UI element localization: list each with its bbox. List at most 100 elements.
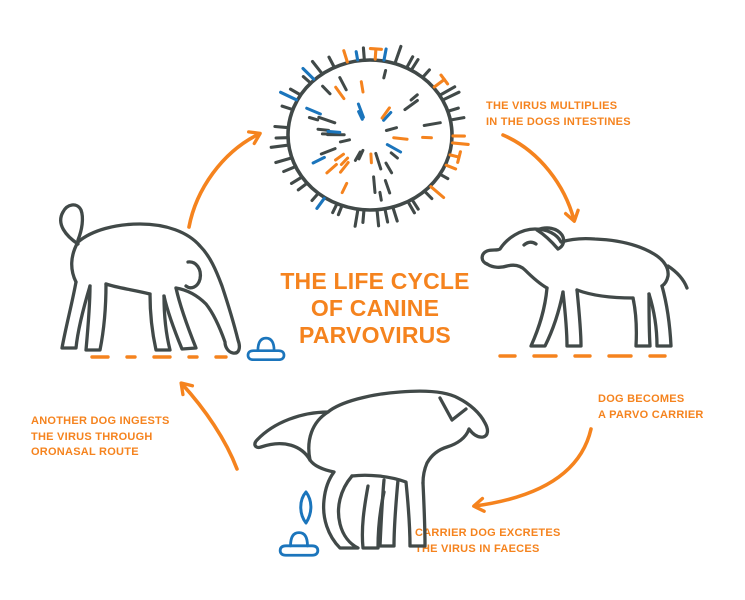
virion-spike	[444, 163, 458, 171]
dog-ear	[535, 226, 566, 251]
virion-spike	[359, 80, 365, 94]
dog-belly	[104, 282, 152, 296]
virion-spike	[441, 90, 461, 102]
cycle-arrow-virus-to-carrier	[501, 133, 580, 223]
sniffing-dog-icon	[59, 203, 241, 355]
virion-spike	[279, 90, 298, 102]
virion-spike	[438, 85, 457, 97]
virion-spike	[296, 182, 308, 192]
virion-spike	[392, 136, 409, 141]
virion-spike	[321, 84, 332, 96]
dog-hind-leg	[84, 282, 108, 352]
virion-spike	[393, 44, 403, 65]
virion-spike	[391, 206, 399, 223]
virion-spike	[378, 190, 383, 202]
virion-spike	[280, 104, 294, 111]
virion-spike	[282, 165, 297, 174]
dog-hind-leg	[647, 284, 673, 348]
dog-tail	[59, 203, 85, 246]
virion-spike	[384, 161, 394, 175]
dog-hind-leg	[360, 484, 386, 550]
virion-spike	[361, 46, 366, 61]
dog-front-leg	[148, 292, 172, 352]
label-ingests-oronasal: ANOTHER DOG INGESTS THE VIRUS THROUGH OR…	[31, 415, 170, 458]
virion-spike	[382, 47, 388, 62]
virion-spike	[439, 173, 450, 181]
virion-spike	[339, 156, 350, 166]
faeces-icon	[278, 531, 320, 557]
virion-spike	[374, 151, 383, 171]
virion-spike	[316, 127, 330, 132]
virion-spike	[409, 93, 419, 102]
dog-outline	[480, 227, 670, 288]
virion-spike	[439, 73, 450, 86]
label-parvo-carrier: DOG BECOMES A PARVO CARRIER	[598, 393, 704, 421]
virion-spike	[354, 50, 360, 62]
dog-front-leg	[350, 473, 427, 548]
virion-spike	[305, 106, 322, 116]
virion-spike	[340, 181, 349, 195]
virion-spike	[356, 102, 365, 119]
dog-ear	[438, 396, 468, 422]
label-virus-multiplies: THE VIRUS MULTIPLIES IN THE DOGS INTESTI…	[486, 100, 631, 128]
dog-front-leg	[529, 286, 565, 348]
cycle-arrow-ingest-to-virus	[187, 130, 262, 229]
faeces-base	[246, 349, 286, 362]
virion-spike	[429, 185, 446, 200]
cycle-arrow-carrier-to-excrete	[472, 427, 593, 513]
dog-outline	[307, 389, 490, 485]
virion-spike	[372, 175, 377, 194]
virion-spike	[334, 152, 345, 162]
virion-spike	[383, 208, 390, 224]
virion-spike	[448, 153, 461, 159]
virion-spike	[369, 152, 373, 165]
virion-spike	[421, 68, 431, 79]
virion-spike	[423, 190, 434, 201]
virion-spike	[382, 69, 388, 80]
virion-spike	[289, 175, 303, 185]
dog-front-leg	[162, 286, 198, 351]
falling-faeces-icon	[299, 490, 313, 525]
virion-spike	[317, 115, 337, 125]
virion-spike	[269, 143, 290, 149]
cycle-arrow-excrete-to-ingest	[179, 381, 239, 471]
virion-spike	[447, 106, 460, 113]
virion-spike	[326, 129, 342, 134]
virion-spike	[385, 143, 403, 154]
virion-spike	[403, 99, 419, 112]
virion-spike	[339, 161, 350, 174]
virion-spike	[410, 58, 420, 71]
dog-chest	[485, 262, 549, 290]
dog-hind-leg	[60, 280, 92, 350]
virion-spike	[406, 200, 416, 215]
dog-hind-leg	[308, 458, 360, 550]
virion-spike	[338, 138, 351, 144]
virion-spike	[327, 55, 336, 69]
virion-spike	[315, 196, 326, 210]
dog-front-leg	[561, 288, 583, 348]
virion-spike	[422, 121, 442, 127]
virion-spike	[449, 116, 466, 122]
virion-spike	[273, 124, 289, 130]
virion-spike	[357, 148, 365, 161]
virion-spike	[384, 126, 398, 132]
virion-spike	[336, 204, 344, 217]
virion-spike	[310, 59, 324, 75]
faeces-dome	[289, 531, 309, 548]
dog-outline	[76, 222, 241, 355]
virion-spike	[456, 150, 462, 164]
virion-spike	[274, 156, 293, 165]
virion-spike	[353, 208, 360, 228]
virion-spike	[331, 203, 339, 215]
dog-tail	[666, 264, 689, 290]
dog-rear	[70, 240, 80, 284]
virion-spike	[389, 151, 399, 160]
virion-spike	[353, 150, 362, 162]
dog-ear	[184, 260, 203, 290]
virion-spike	[368, 47, 383, 51]
virion-spike	[319, 147, 337, 156]
virion-spike	[288, 87, 302, 97]
faeces-drop	[299, 490, 313, 525]
